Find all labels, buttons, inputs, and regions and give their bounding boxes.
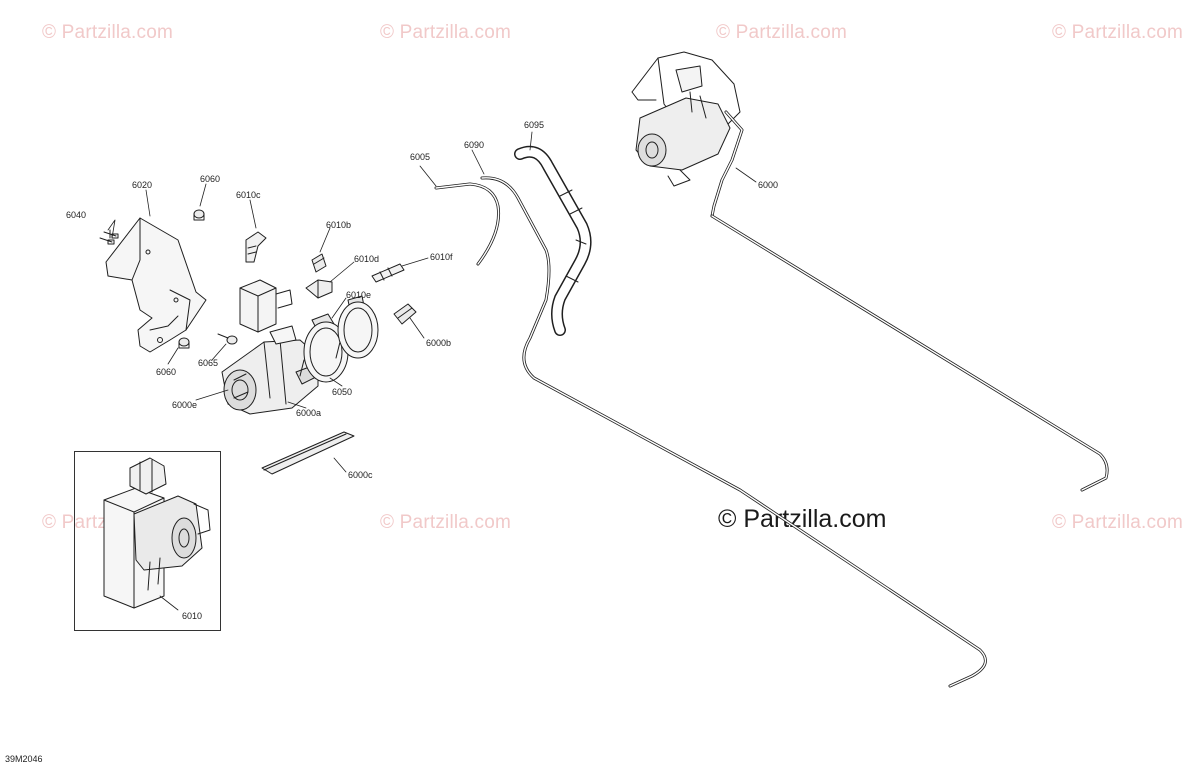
hose-6005 [434,182,501,266]
hose-6095 [514,145,592,336]
assembly-6000 [631,51,1109,492]
callout-6000: 6000 [758,180,779,190]
valve-6010-small [239,279,293,333]
pad-6000c [261,431,355,475]
callout-6010f: 6010f [430,252,453,262]
callout-6010c: 6010c [236,190,261,200]
watermark: © Partzilla.com [1052,512,1184,533]
nut-6060-bottom [178,337,190,349]
leader-lines [107,131,757,611]
bolt-6065 [217,333,238,345]
inset-valve-6010 [103,457,211,609]
callout-6010b: 6010b [326,220,352,230]
elbow-6010c [245,231,267,263]
elbow-6010d [305,279,333,299]
nut-6060-top [193,209,205,221]
callout-6005: 6005 [410,152,431,162]
watermark: © Partzilla.com [716,22,848,43]
watermark: © Partzilla.com [1052,22,1184,43]
watermark-main: © Partzilla.com [718,505,887,533]
fitting-6010b [311,253,327,273]
callout-6000c: 6000c [348,470,373,480]
watermark: © Partzilla.com [380,512,512,533]
callout-6010e: 6010e [346,290,372,300]
watermark: © Partzilla.com [380,22,512,43]
callout-6020: 6020 [132,180,153,190]
callout-6010d: 6010d [354,254,380,264]
pin-6010f [371,263,405,283]
bolts-6040 [99,229,119,245]
callout-6065: 6065 [198,358,219,368]
callout-6095: 6095 [524,120,545,130]
fitting-6000b [393,303,417,325]
bracket-6020 [105,217,207,353]
callout-6000a: 6000a [296,408,322,418]
callout-6090: 6090 [464,140,485,150]
callout-6050: 6050 [332,387,353,397]
diagram-id: 39M2046 [5,754,43,764]
watermark: © Partzilla.com [42,22,174,43]
callout-6040: 6040 [66,210,87,220]
callout-6060: 6060 [200,174,221,184]
inset-frame [74,451,221,631]
hose-6090 [480,176,987,688]
callout-6000b: 6000b [426,338,452,348]
clamps-6050 [299,301,379,383]
pump-6000a [221,325,319,415]
callout-6000e: 6000e [172,400,198,410]
callout-6060: 6060 [156,367,177,377]
callout-6010: 6010 [182,611,203,621]
